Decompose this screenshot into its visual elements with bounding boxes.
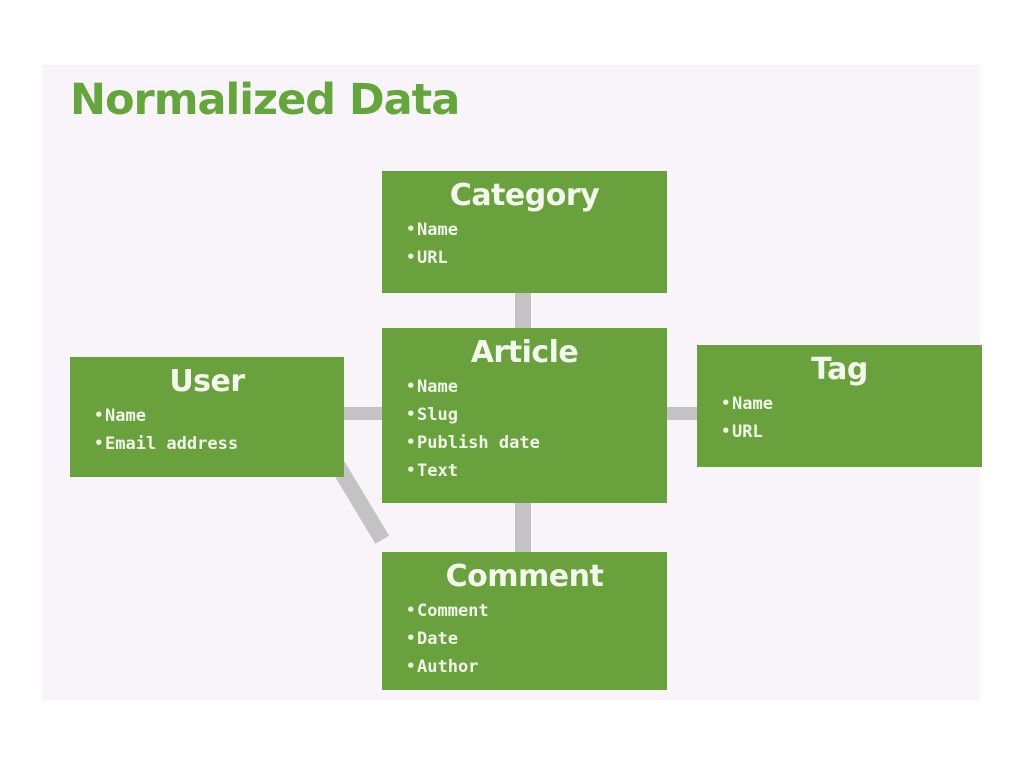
bullet-icon: • xyxy=(406,628,416,647)
bullet-icon: • xyxy=(94,405,104,424)
bullet-icon: • xyxy=(406,376,416,395)
bullet-icon: • xyxy=(406,247,416,266)
entity-field-list-user: •Name •Email address xyxy=(70,402,344,458)
entity-field: •Name xyxy=(721,390,982,418)
entity-field-list-category: •Name •URL xyxy=(382,216,667,272)
bullet-icon: • xyxy=(406,460,416,479)
entity-field-label: Name xyxy=(732,393,773,414)
bullet-icon: • xyxy=(721,393,731,412)
entity-field: •URL xyxy=(406,244,667,272)
entity-title-category: Category xyxy=(449,178,600,213)
entity-field: •Publish date xyxy=(406,429,667,457)
entity-box-comment[interactable]: Comment •Comment •Date •Author xyxy=(382,552,667,690)
entity-field-label: Author xyxy=(417,656,479,677)
entity-field-label: Email address xyxy=(105,433,239,454)
entity-field: •Slug xyxy=(406,401,667,429)
entity-box-tag[interactable]: Tag •Name •URL xyxy=(697,345,982,467)
entity-field-list-article: •Name •Slug •Publish date •Text xyxy=(382,373,667,485)
entity-field-label: Slug xyxy=(417,404,458,425)
entity-field: •Author xyxy=(406,653,667,681)
connector-user-article xyxy=(336,407,392,420)
entity-field-label: Text xyxy=(417,460,458,481)
bullet-icon: • xyxy=(94,433,104,452)
entity-field-label: Publish date xyxy=(417,432,540,453)
entity-field-label: Date xyxy=(417,628,458,649)
entity-field-list-tag: •Name •URL xyxy=(697,390,982,446)
entity-title-comment: Comment xyxy=(445,559,604,594)
entity-field: •Text xyxy=(406,457,667,485)
bullet-icon: • xyxy=(406,600,416,619)
slide-canvas: Normalized Data Category •Name •URL Arti… xyxy=(42,65,982,700)
entity-title-article: Article xyxy=(470,335,579,370)
entity-field: •Name xyxy=(406,373,667,401)
bullet-icon: • xyxy=(406,219,416,238)
entity-field: •Comment xyxy=(406,597,667,625)
bullet-icon: • xyxy=(406,404,416,423)
bullet-icon: • xyxy=(406,656,416,675)
entity-field: •Name xyxy=(406,216,667,244)
connector-article-comment xyxy=(515,493,531,563)
entity-field-label: URL xyxy=(417,247,448,268)
entity-field-label: Name xyxy=(417,219,458,240)
connector-category-article xyxy=(515,280,531,340)
bullet-icon: • xyxy=(406,432,416,451)
entity-field-label: Name xyxy=(105,405,146,426)
entity-field: •Name xyxy=(94,402,344,430)
bullet-icon: • xyxy=(721,421,731,440)
entity-box-article[interactable]: Article •Name •Slug •Publish date •Text xyxy=(382,328,667,503)
entity-box-user[interactable]: User •Name •Email address xyxy=(70,357,344,477)
entity-field-list-comment: •Comment •Date •Author xyxy=(382,597,667,681)
entity-field-label: URL xyxy=(732,421,763,442)
entity-field: •Email address xyxy=(94,430,344,458)
entity-box-category[interactable]: Category •Name •URL xyxy=(382,171,667,293)
page-title: Normalized Data xyxy=(70,75,460,125)
entity-field-label: Name xyxy=(417,376,458,397)
entity-field-label: Comment xyxy=(417,600,489,621)
connector-article-tag xyxy=(659,407,707,420)
entity-title-user: User xyxy=(169,364,245,399)
entity-title-tag: Tag xyxy=(811,352,868,387)
entity-field: •Date xyxy=(406,625,667,653)
entity-field: •URL xyxy=(721,418,982,446)
